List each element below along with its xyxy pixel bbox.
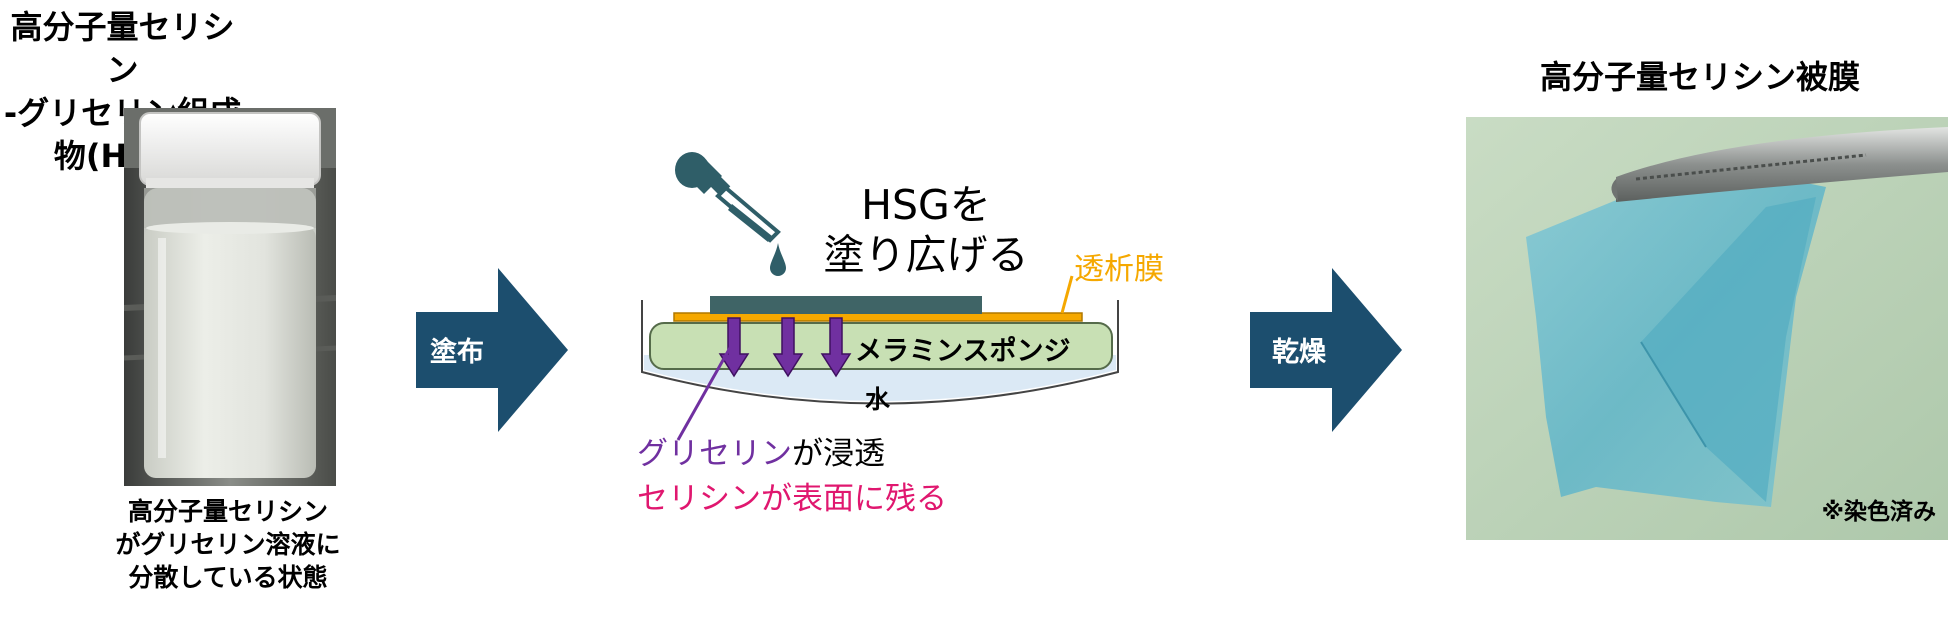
film-image	[1466, 117, 1948, 540]
glycerin-flow-arrows	[718, 317, 852, 378]
hsg-instruction: HSGを 塗り広げる	[815, 180, 1037, 280]
apply-arrow-shape	[416, 268, 568, 432]
glycerin-note: グリセリンが浸透	[637, 428, 885, 473]
dry-arrow-label: 乾燥	[1272, 337, 1326, 368]
membrane-leader-line	[1060, 275, 1074, 314]
glycerin-note-rest: が浸透	[792, 436, 885, 472]
hsg-instruction-line2: 塗り広げる	[823, 231, 1029, 279]
hsg-vial-photo	[124, 108, 336, 486]
vial-image	[124, 108, 336, 486]
dropper-icon	[675, 152, 786, 276]
apply-arrow-label: 塗布	[430, 337, 484, 368]
glycerin-note-highlight: グリセリン	[637, 436, 792, 472]
water-label: 水	[865, 385, 891, 414]
dry-arrow-polygon	[1250, 268, 1402, 432]
sericin-note: セリシンが表面に残る	[637, 481, 947, 517]
stain-note: ※染色済み	[1821, 499, 1936, 525]
vial-caption-line2: がグリセリン溶液に	[115, 530, 341, 559]
hsg-instruction-line1: HSGを	[861, 181, 991, 229]
membrane-label: 透析膜	[1074, 252, 1164, 287]
apply-arrow-polygon	[416, 268, 568, 432]
process-diagram	[641, 152, 1119, 441]
sericin-film-photo: ※染色済み	[1466, 117, 1948, 540]
dry-arrow-shape	[1250, 268, 1402, 432]
dry-arrow: 乾燥	[1250, 268, 1402, 432]
sponge-layer	[649, 322, 1113, 370]
hsg-layer	[710, 296, 982, 314]
vial-caption-line1: 高分子量セリシン	[127, 497, 328, 526]
vial-caption-line3: 分散している状態	[128, 563, 328, 592]
film-title: 高分子量セリシン被膜	[1539, 58, 1860, 96]
apply-arrow: 塗布	[416, 268, 568, 432]
sponge-label: メラミンスポンジ	[855, 336, 1071, 367]
composition-title-line1: 高分子量セリシン	[10, 8, 235, 89]
glycerin-leader-line	[676, 345, 733, 441]
vial-caption: 高分子量セリシン がグリセリン溶液に 分散している状態	[88, 495, 368, 594]
